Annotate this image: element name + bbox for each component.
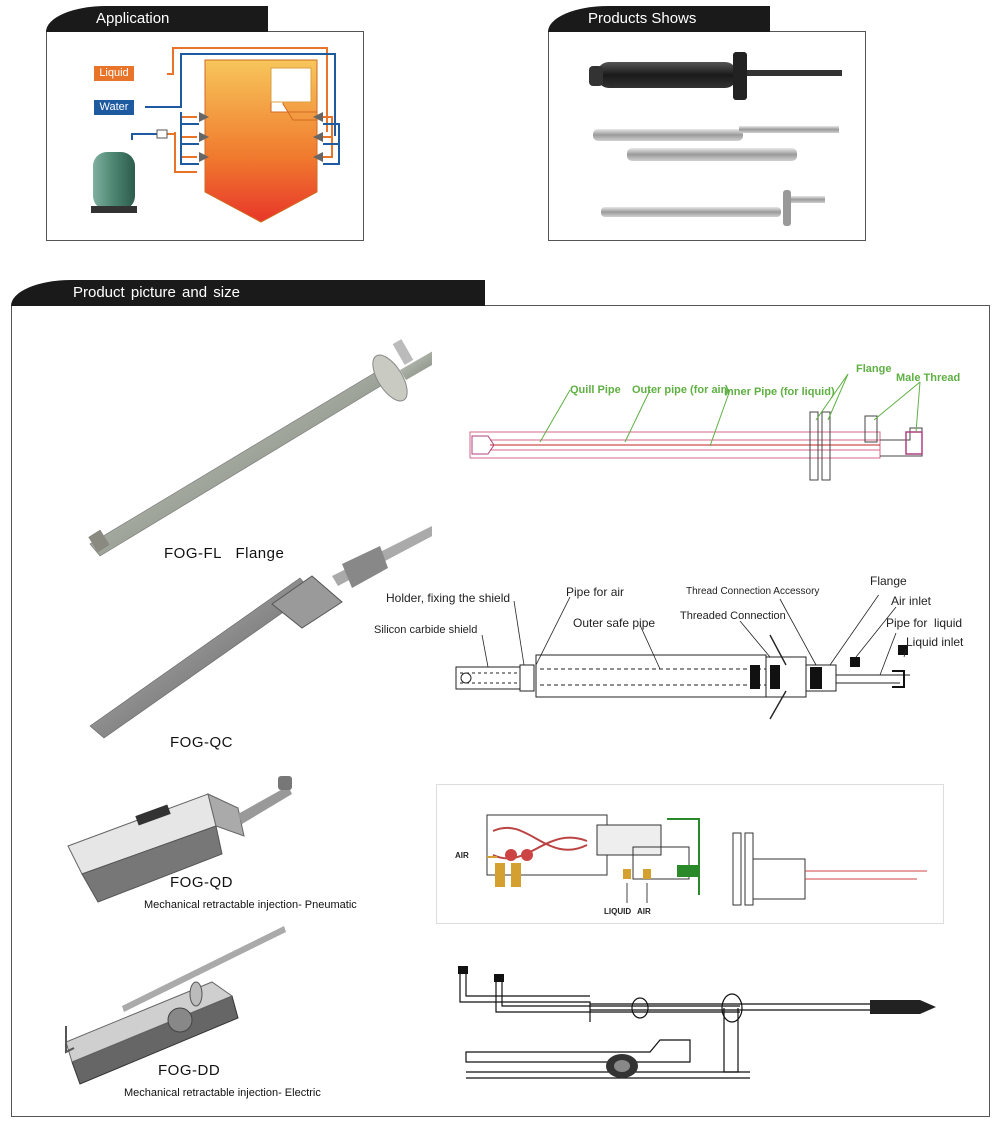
label-outer-pipe: Outer pipe (for air) <box>632 384 729 396</box>
label-inner-pipe: Inner Pipe (for liquid) <box>724 386 835 398</box>
products-shows-tab: Products Shows <box>548 6 770 32</box>
label-qd-air-left: AIR <box>455 851 469 860</box>
label-qd-air-bottom: AIR <box>637 907 651 916</box>
fog-dd-photo <box>65 926 286 1085</box>
label-outer-safe-pipe: Outer safe pipe <box>573 616 656 630</box>
label-pipe-for-liquid: Pipe for liquid <box>886 616 963 630</box>
product-desc-fog-qd: Mechanical retractable injection- Pneuma… <box>144 899 357 911</box>
label-quill-pipe: Quill Pipe <box>570 384 621 396</box>
product-name-fog-qd: FOG-QD <box>170 874 233 891</box>
label-male-thread: Male Thread <box>896 372 961 384</box>
water-label: Water <box>94 100 134 115</box>
fog-qd-photo <box>67 776 292 903</box>
application-tab: Application <box>46 6 268 32</box>
label-liquid-inlet: Liquid inlet <box>906 635 964 649</box>
fog-qc-photo <box>89 526 432 739</box>
fog-qd-drawing <box>486 814 927 906</box>
label-silicon-shield: Silicon carbide shield <box>374 624 478 636</box>
products-shows-image <box>589 52 842 226</box>
fog-fl-photo <box>88 339 432 557</box>
product-name-fog-qc: FOG-QC <box>170 734 233 751</box>
fog-dd-drawing <box>458 966 936 1079</box>
product-picture-tab: Product picture and size <box>11 280 485 306</box>
product-desc-fog-dd: Mechanical retractable injection- Electr… <box>124 1087 321 1099</box>
label-qd-liquid: LIQUID <box>604 907 632 916</box>
label-pipe-for-air: Pipe for air <box>566 585 625 599</box>
fog-qc-drawing <box>455 595 910 720</box>
label-flange-fl: Flange <box>856 363 892 375</box>
label-threaded-connection: Threaded Connection <box>680 610 786 622</box>
product-name-fog-fl: FOG-FL Flange <box>164 545 285 562</box>
fog-fl-drawing <box>469 373 923 481</box>
product-name-fog-dd: FOG-DD <box>158 1062 221 1079</box>
liquid-label: Liquid <box>94 66 134 81</box>
label-air-inlet: Air inlet <box>891 594 932 608</box>
application-diagram <box>91 47 340 223</box>
label-holder: Holder, fixing the shield <box>386 591 511 605</box>
product-photos <box>65 339 432 1085</box>
label-thread-accessory: Thread Connection Accessory <box>686 586 820 597</box>
fog-qd-drawing-frame <box>436 784 944 924</box>
label-flange-qc: Flange <box>870 574 907 588</box>
